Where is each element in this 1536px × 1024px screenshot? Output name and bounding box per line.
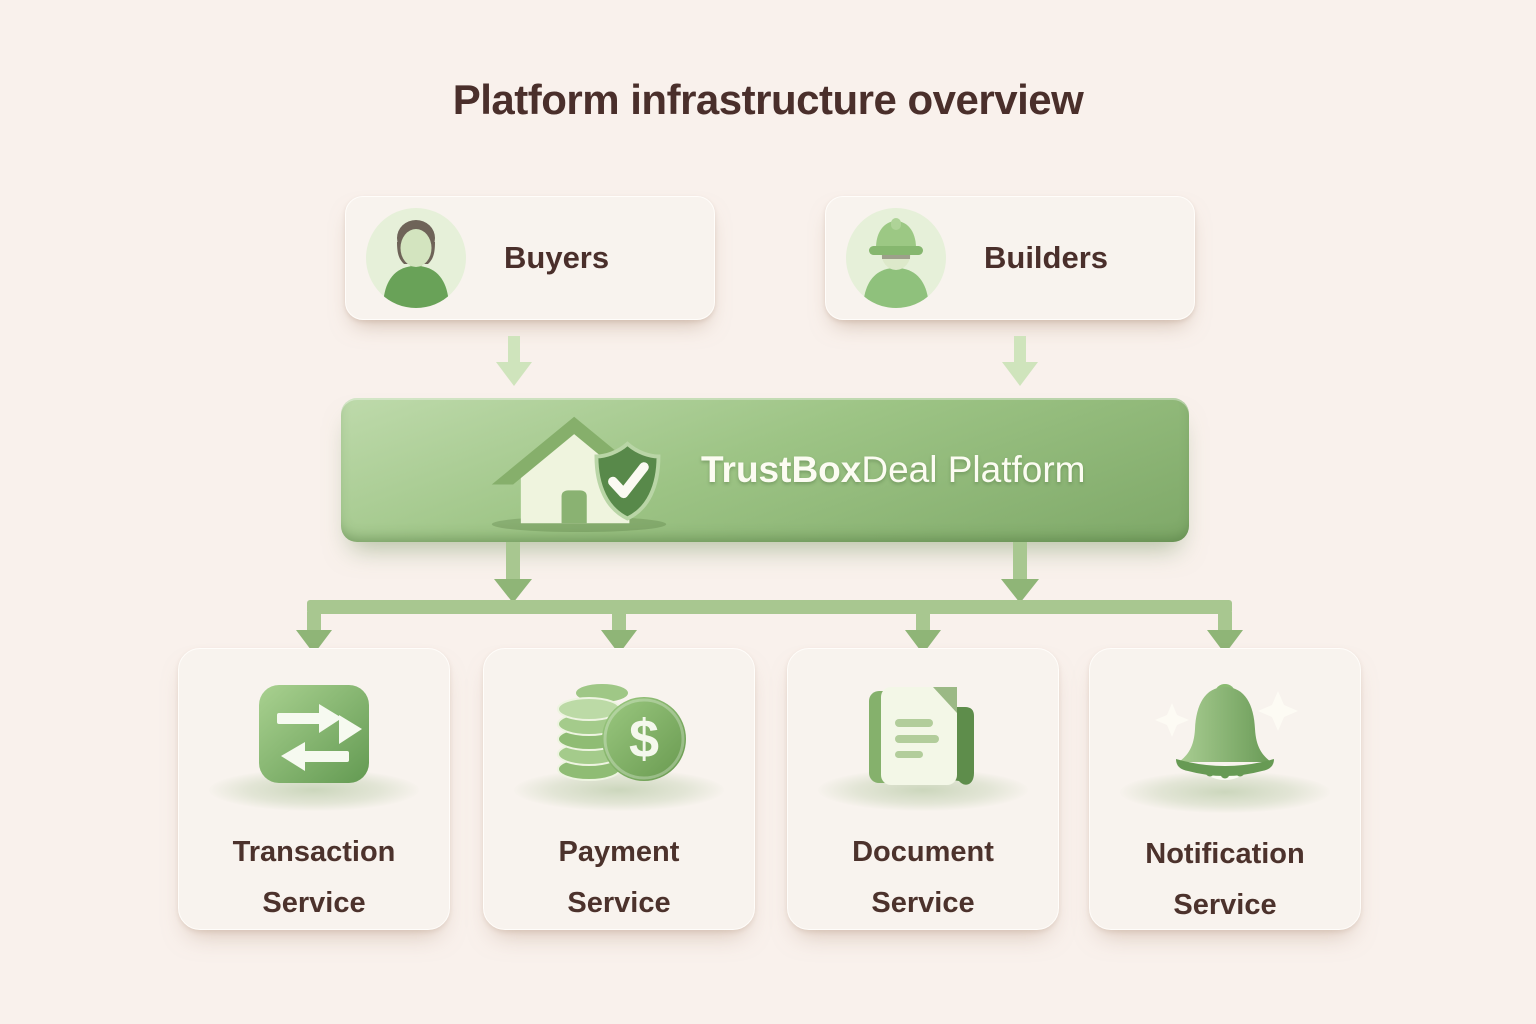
platform-name: TrustBoxDeal Platform [701,449,1086,491]
notification-icon-wrap [1115,677,1335,813]
platform-name-bold: TrustBox [701,449,862,490]
actor-card-buyers: Buyers [345,196,715,320]
service-card-notification: Notification Service [1089,648,1361,930]
service-label-transaction: Transaction Service [233,827,396,929]
actor-card-builders: Builders [825,196,1195,320]
svg-text:$: $ [629,709,659,769]
actor-label-buyers: Buyers [504,240,610,275]
connector-tree [296,542,1243,654]
service-label-line2: Service [1173,889,1277,921]
platform-banner: TrustBoxDeal Platform [341,398,1189,542]
service-card-payment: $ Payment Service [483,648,755,930]
service-label-document: Document Service [852,827,994,929]
service-label-line1: Notification [1145,838,1305,870]
actor-label-builders: Builders [984,240,1109,275]
builder-avatar-icon [846,208,946,308]
transaction-icon-wrap [204,677,424,811]
service-label-line1: Transaction [232,836,396,868]
buyer-avatar-icon [366,208,466,308]
document-icon [869,687,974,785]
service-card-transaction: Transaction Service [178,648,450,930]
service-label-payment: Payment Service [559,827,680,929]
payment-icon-wrap: $ [509,677,729,811]
sparkle-icon [1258,691,1298,731]
service-label-line2: Service [567,887,671,919]
transfer-arrows-icon [259,685,369,783]
service-label-line2: Service [871,887,975,919]
house-shield-icon [491,416,667,533]
down-arrow-icon [1002,336,1038,386]
document-icon-wrap [813,677,1033,811]
service-card-document: Document Service [787,648,1059,930]
platform-name-rest: Deal Platform [861,449,1086,490]
down-arrow-icon [496,336,532,386]
service-label-notification: Notification Service [1145,829,1305,931]
bell-icon [1155,684,1298,780]
coins-dollar-icon: $ [557,684,686,781]
page-title: Platform infrastructure overview [452,76,1084,123]
service-label-line2: Service [262,887,366,919]
service-label-line1: Document [852,836,994,868]
icon-shadow [514,769,724,811]
sparkle-icon [1155,703,1189,737]
service-label-line1: Payment [558,836,680,868]
